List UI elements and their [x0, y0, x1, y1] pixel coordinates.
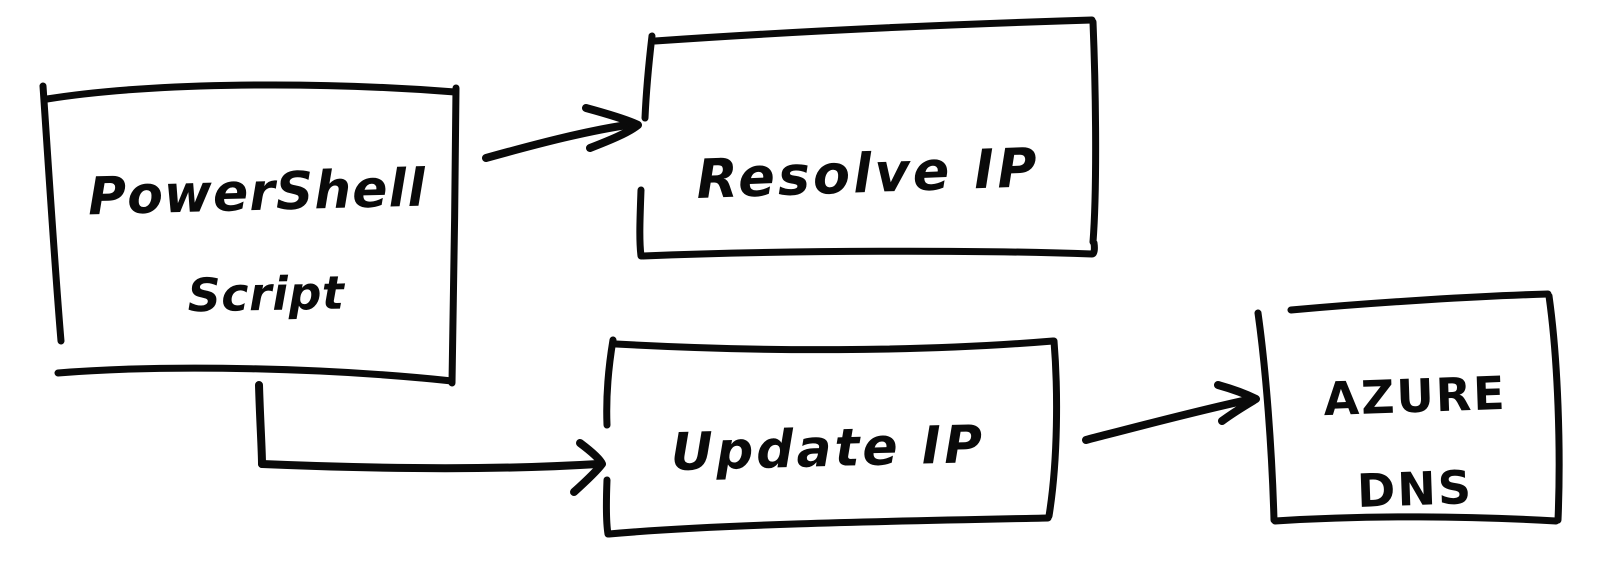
edge-script-to-resolve-arrowhead	[582, 104, 642, 152]
powershell-box-top-edge	[43, 81, 459, 103]
update-box-top-edge	[612, 337, 1057, 354]
azure-box-top-edge	[1287, 290, 1552, 314]
edge-script-to-update-vertical	[255, 381, 266, 468]
update-box-left-edge-upper	[603, 336, 617, 429]
resolve-box-top-edge	[651, 16, 1096, 45]
node-update-ip-shape[interactable]	[602, 336, 1061, 538]
resolve-box-bottom-edge	[639, 239, 1098, 260]
edge-script-to-update-horizontal	[258, 460, 602, 473]
edge-script-to-resolve[interactable]	[482, 104, 642, 162]
edge-script-to-update-arrowhead	[570, 439, 606, 496]
resolve-box-right-edge	[1089, 18, 1100, 246]
resolve-box-left-edge-upper	[641, 32, 656, 122]
azure-box-left-edge	[1254, 309, 1278, 524]
update-box-right-edge	[1045, 337, 1061, 520]
node-resolve-ip-shape[interactable]	[636, 16, 1100, 260]
edge-update-to-azure-line	[1082, 395, 1256, 444]
powershell-box-right-edge	[448, 84, 460, 387]
update-box-bottom-edge	[605, 514, 1052, 538]
powershell-box-left-edge	[39, 82, 65, 345]
edge-script-to-update[interactable]	[255, 381, 606, 496]
update-box-left-edge-lower	[602, 476, 612, 538]
powershell-box-bottom-edge	[54, 364, 456, 385]
resolve-box-left-edge-lower	[636, 186, 645, 260]
azure-box-right-edge	[1545, 292, 1563, 524]
edge-update-to-azure-arrowhead	[1214, 381, 1260, 425]
edge-script-to-resolve-line	[482, 120, 638, 162]
node-azure-dns-shape[interactable]	[1254, 290, 1563, 525]
edge-update-to-azure[interactable]	[1082, 381, 1260, 444]
node-powershell-script-shape[interactable]	[39, 81, 460, 387]
azure-box-bottom-edge	[1271, 513, 1560, 525]
